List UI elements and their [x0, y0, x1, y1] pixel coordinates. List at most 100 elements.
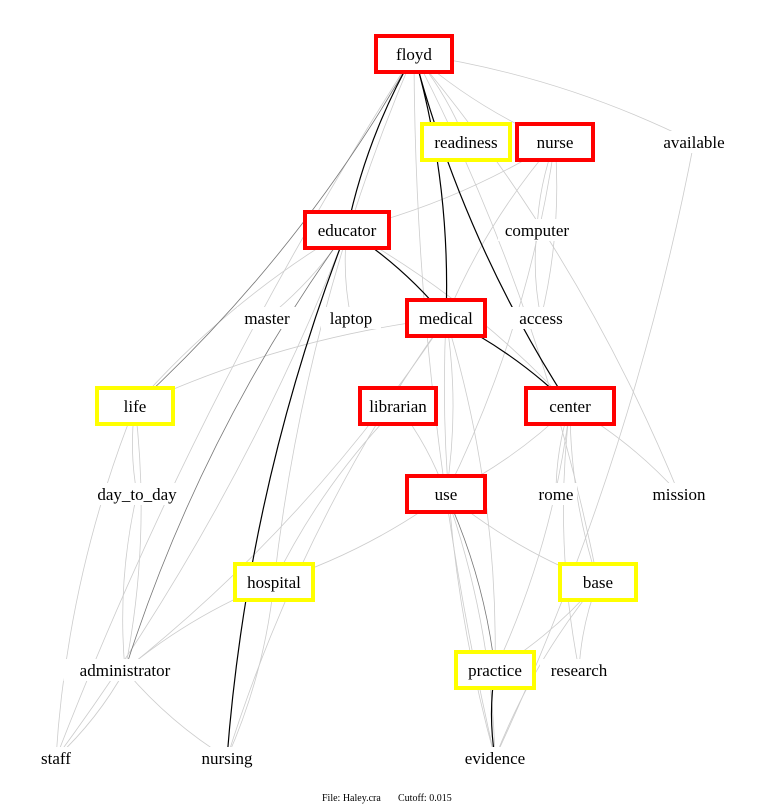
- edge-life-staff: [55, 405, 136, 759]
- node-bg-access: [511, 307, 571, 329]
- node-bg-day_to_day: [89, 483, 185, 505]
- footer-cutoff: Cutoff: 0.015: [398, 793, 452, 804]
- node-administrator: administrator: [63, 659, 187, 681]
- node-readiness: readiness: [420, 122, 512, 162]
- node-computer: computer: [498, 219, 576, 241]
- node-box-life: [95, 386, 175, 426]
- node-box-base: [558, 562, 638, 602]
- node-label-administrator: administrator: [80, 661, 171, 680]
- node-box-nurse: [515, 122, 595, 162]
- node-practice: practice: [454, 650, 536, 690]
- edge-medical-nursing: [226, 317, 447, 759]
- node-floyd: floyd: [374, 34, 454, 74]
- node-box-practice: [454, 650, 536, 690]
- node-mission: mission: [644, 483, 714, 505]
- node-bg-master: [237, 307, 297, 329]
- node-nursing: nursing: [192, 747, 262, 769]
- node-label-librarian: librarian: [369, 397, 427, 416]
- edge-center-practice: [494, 405, 571, 671]
- node-label-hospital: hospital: [247, 573, 301, 592]
- footer-file: File: Haley.cra: [322, 793, 381, 804]
- node-staff: staff: [30, 747, 82, 769]
- node-bg-mission: [644, 483, 714, 505]
- node-box-center: [524, 386, 616, 426]
- node-label-day_to_day: day_to_day: [97, 485, 177, 504]
- node-center: center: [524, 386, 616, 426]
- node-bg-administrator: [63, 659, 187, 681]
- node-use: use: [405, 474, 487, 514]
- edge-administrator-staff: [55, 669, 126, 759]
- node-label-center: center: [549, 397, 591, 416]
- node-available: available: [650, 131, 738, 153]
- edge-floyd-mission: [413, 53, 680, 495]
- edge-administrator-nursing: [124, 669, 228, 759]
- node-label-computer: computer: [505, 221, 570, 240]
- edge-educator-administrator: [124, 229, 348, 671]
- node-box-use: [405, 474, 487, 514]
- node-label-research: research: [551, 661, 608, 680]
- node-day_to_day: day_to_day: [89, 483, 185, 505]
- node-label-available: available: [663, 133, 724, 152]
- node-bg-laptop: [321, 307, 381, 329]
- edge-day_to_day-administrator: [122, 493, 138, 671]
- node-box-readiness: [420, 122, 512, 162]
- node-label-nurse: nurse: [537, 133, 574, 152]
- node-bg-available: [650, 131, 738, 153]
- edge-educator-staff: [55, 229, 348, 759]
- node-master: master: [237, 307, 297, 329]
- node-box-medical: [405, 298, 487, 338]
- node-bg-evidence: [456, 747, 534, 769]
- edge-use-evidence: [445, 493, 496, 759]
- node-label-educator: educator: [318, 221, 377, 240]
- node-label-use: use: [435, 485, 458, 504]
- node-label-readiness: readiness: [434, 133, 497, 152]
- node-bg-nursing: [192, 747, 262, 769]
- node-librarian: librarian: [358, 386, 438, 426]
- node-label-life: life: [124, 397, 147, 416]
- node-hospital: hospital: [233, 562, 315, 602]
- edge-educator-nursing: [226, 229, 348, 759]
- node-box-librarian: [358, 386, 438, 426]
- node-label-rome: rome: [539, 485, 574, 504]
- edge-life-administrator: [124, 405, 142, 671]
- edge-floyd-staff: [55, 53, 415, 759]
- node-evidence: evidence: [456, 747, 534, 769]
- edge-hospital-nursing: [226, 581, 275, 759]
- node-bg-staff: [30, 747, 82, 769]
- edge-use-practice: [445, 493, 496, 671]
- node-label-base: base: [583, 573, 613, 592]
- edge-medical-use: [445, 317, 454, 495]
- node-label-medical: medical: [419, 309, 473, 328]
- node-medical: medical: [405, 298, 487, 338]
- nodes-layer: floyd readiness nurse available educator comp…: [30, 34, 738, 769]
- node-box-floyd: [374, 34, 454, 74]
- node-label-mission: mission: [653, 485, 706, 504]
- node-box-educator: [303, 210, 391, 250]
- edge-center-research: [563, 405, 580, 671]
- edge-floyd-life: [134, 53, 415, 407]
- node-label-practice: practice: [468, 661, 522, 680]
- node-label-access: access: [519, 309, 562, 328]
- node-bg-computer: [498, 219, 576, 241]
- edge-librarian-hospital: [273, 405, 399, 583]
- edge-floyd-center: [413, 53, 571, 407]
- node-label-floyd: floyd: [396, 45, 432, 64]
- node-life: life: [95, 386, 175, 426]
- node-rome: rome: [535, 483, 577, 505]
- node-research: research: [540, 659, 618, 681]
- node-label-nursing: nursing: [202, 749, 254, 768]
- node-access: access: [511, 307, 571, 329]
- node-label-evidence: evidence: [465, 749, 525, 768]
- node-laptop: laptop: [321, 307, 381, 329]
- node-box-hospital: [233, 562, 315, 602]
- node-nurse: nurse: [515, 122, 595, 162]
- footer: File: Haley.cra Cutoff: 0.015: [322, 793, 452, 804]
- node-label-staff: staff: [41, 749, 71, 768]
- node-label-laptop: laptop: [330, 309, 373, 328]
- edge-computer-access: [534, 229, 542, 319]
- node-bg-rome: [535, 483, 577, 505]
- node-bg-research: [540, 659, 618, 681]
- node-label-master: master: [244, 309, 290, 328]
- edge-medical-evidence: [443, 317, 496, 759]
